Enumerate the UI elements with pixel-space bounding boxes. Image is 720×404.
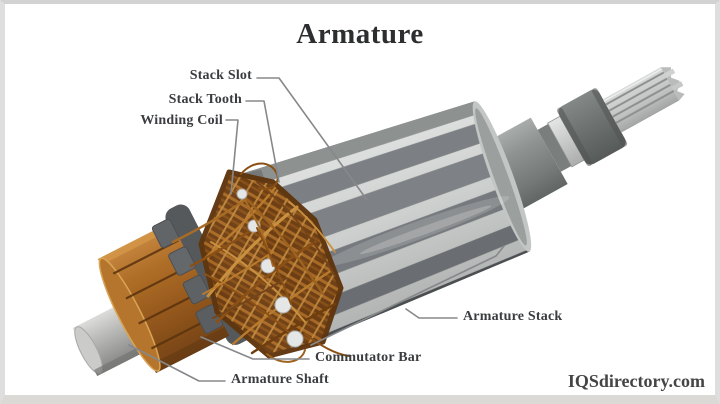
leader-stack-tooth [245,100,280,183]
armature-illustration [72,67,685,382]
label-armature-shaft: Armature Shaft [231,372,329,387]
shaft-neck [537,123,573,172]
commutator-body [97,221,230,374]
leader-winding-coil [225,119,239,195]
bearing-collar-part [557,88,628,166]
watermark: IQSdirectory.com [567,371,705,391]
leader-armature-shaft [128,344,226,382]
leader-stack-slot [256,77,368,201]
right-shaft-part [478,67,685,214]
winding-strands [171,162,350,363]
label-stack-slot: Stack Slot [189,68,252,83]
shaft-hub [478,117,568,214]
label-stack-tooth: Stack Tooth [168,92,242,107]
winding-over-strands [244,199,292,305]
spline-gear-part [602,67,685,133]
label-armature-stack: Armature Stack [463,309,563,324]
label-winding-coil: Winding Coil [140,113,223,128]
label-commutator-bar: Commutator Bar [315,350,422,365]
armature-stack-part [234,101,532,349]
stack-slot-panels [235,101,530,349]
leader-armature-stack-bracket [310,245,505,346]
leader-commutator-bar [200,336,310,360]
commutator-end-cap [99,258,160,371]
diagram-canvas: Armature Stack Slot Stack Tooth Winding … [5,4,715,395]
leader-lines [128,77,505,382]
leader-armature-stack [405,308,458,319]
page-title: Armature [296,18,424,50]
